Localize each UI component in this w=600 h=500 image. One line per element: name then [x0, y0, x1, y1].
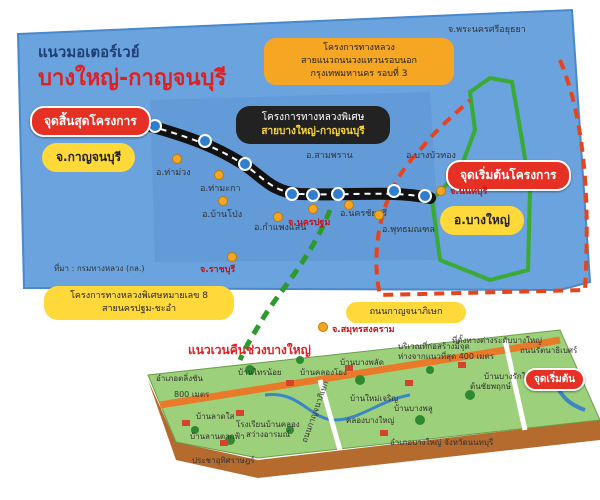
inset-taling-chan: อำเภอตลิ่งชัน [156, 374, 204, 383]
kamphaeng-saen-dot [273, 212, 283, 222]
inset-map [147, 329, 600, 478]
nakhon-pathom-dot [308, 204, 318, 214]
phutthamonthon-dot [374, 210, 384, 220]
inset-district: อำเภอบางใหญ่ จังหวัดนนทบุรี [390, 438, 494, 447]
kanchanaburi-tag: จ.กาญจนบุรี [42, 143, 136, 172]
inset-pracha-uthit: ประชาอุทิศราษฎร์ [192, 456, 255, 465]
ring-road-line [374, 59, 589, 298]
nonthaburi-dot [436, 186, 446, 196]
special-highway-line2: สายบางใหญ่-กาญจนบุรี [261, 126, 365, 137]
inset-ban-lan-tak-fa: บ้านลานตากฟ้า [190, 432, 245, 441]
node-6 [331, 187, 345, 201]
ring-road-line2: สายแนวถนนวงแหวนรอบนอกกรุงเทพมหานคร รอบที… [301, 56, 417, 79]
ring-road-line1: โครงการทางหลวง [323, 43, 395, 53]
inset-school: โรงเรียนบ้านคลอง [236, 420, 300, 429]
special-highway-callout: โครงการทางหลวงพิเศษ สายบางใหญ่-กาญจนบุรี [236, 106, 390, 144]
motorway-nodes [148, 119, 432, 203]
start-point-tag: จุดเริ่มต้นโครงการ [446, 160, 571, 191]
label-ban-pong: อ.บ้านโป่ง [202, 210, 243, 220]
label-nonthaburi: จ.นนทบุรี [450, 187, 488, 197]
inset-ban-khlong-lek: บ้านใหม่เจริญ [350, 394, 399, 403]
inset-title: แนวเวนคืนช่วงบางใหญ่ [188, 343, 311, 357]
route8-line2: สายนครปฐม-ชะอำ [101, 304, 177, 314]
inset-ban-bang-phlat: บ้านบางพลัด [340, 358, 384, 367]
label-tha-maka: อ.ท่ามะกา [200, 184, 241, 194]
node-8 [418, 189, 432, 203]
bang-yai-tag: อ.บางใหญ่ [440, 206, 524, 235]
inset-houses [182, 362, 466, 446]
inset-ratchaphruek-road: ถนนรัตนาธิเบศร์ [520, 346, 578, 355]
label-nakhon-pathom: จ.นครปฐม [288, 218, 331, 228]
label-samut-songkhram: จ.สมุทรสงคราม [332, 325, 395, 335]
ban-pong-dot [218, 196, 228, 206]
inset-start-tag: จุดเริ่มต้น [524, 368, 586, 391]
end-point-tag: จุดสิ้นสุดโครงการ [30, 106, 151, 137]
ring-road-callout: โครงการทางหลวง สายแนวถนนวงแหวนรอบนอกกรุง… [264, 38, 454, 85]
inset-sawang: สว่างอารมณ์ [246, 430, 291, 439]
tha-muang-dot [172, 154, 182, 164]
inset-khlong-bang-yai: คลองบางใหญ่ [346, 416, 395, 425]
label-nakhon-chai-si: อ.นครชัยศรี [340, 209, 388, 219]
ratchaburi-dot [227, 252, 237, 262]
kanchanaphisek-callout: ถนนกาญจนาภิเษก [346, 302, 466, 323]
nakhon-chai-si-dot [344, 200, 354, 210]
inset-trees [191, 356, 475, 445]
samut-songkhram-dot [318, 322, 328, 332]
inset-ban-bang-phlu: บ้านบางพลู [394, 404, 433, 413]
label-phutthamonthon: อ.พุทธมณฑล [382, 225, 435, 235]
inset-ban-lat-sai: บ้านลาดใส [196, 412, 235, 421]
node-5 [306, 188, 320, 202]
node-4 [285, 187, 299, 201]
route8-callout: โครงการทางหลวงพิเศษหมายเลข 8 สายนครปฐม-ช… [44, 286, 234, 320]
node-1 [148, 119, 162, 133]
special-highway-line1: โครงการทางหลวงพิเศษ [261, 112, 365, 123]
inset-ban-khlong-yong: บ้านคลองโยง [300, 368, 347, 377]
label-sam-phran: อ.สามพราน [306, 151, 353, 161]
inset-nearest: ห่างจากแนวที่สุด 400 เมตร [398, 352, 495, 361]
inset-ban-mai-tai: บ้านไทรน้อย [238, 368, 282, 377]
node-2 [198, 134, 212, 148]
map-subtitle: บางใหญ่-กาญจนบุรี [38, 66, 227, 91]
node-3 [238, 157, 252, 171]
inset-canal [264, 392, 411, 422]
node-7 [387, 184, 401, 198]
route8-line [237, 209, 333, 361]
label-ayutthaya: จ.พระนครศรีอยุธยา [448, 25, 526, 35]
inset-ton-chaiyaphruek: ต้นชัยพฤกษ์ [470, 382, 512, 391]
inset-ban-bang-rak: บ้านบางรักใหญ่ [484, 372, 538, 381]
route8-line1: โครงการทางหลวงพิเศษหมายเลข 8 [70, 291, 208, 301]
source-note: ที่มา : กรมทางหลวง (กล.) [54, 264, 145, 273]
tha-maka-dot [214, 170, 224, 180]
inset-top [147, 329, 600, 459]
label-tha-muang: อ.ท่าม่วง [156, 168, 191, 178]
label-ratchaburi: จ.ราชบุรี [200, 265, 236, 275]
inset-road-kanchana [317, 379, 343, 451]
inset-dist-800: 800 เมตร [174, 390, 210, 399]
label-bang-bua-thong: อ.บางบัวทอง [406, 151, 456, 161]
map-title: แนวมอเตอร์เวย์ [38, 43, 140, 61]
inset-development-area: บริเวณที่ก่อสร้างมีจุด [398, 342, 470, 351]
inset-side [148, 380, 600, 478]
inset-interchange: ที่ตั้งทางต่างระดับบางใหญ่ [452, 336, 542, 345]
label-kamphaeng-saen: อ.กำแพงแสน [254, 223, 307, 233]
inset-road-ratchaphruek [502, 339, 528, 431]
